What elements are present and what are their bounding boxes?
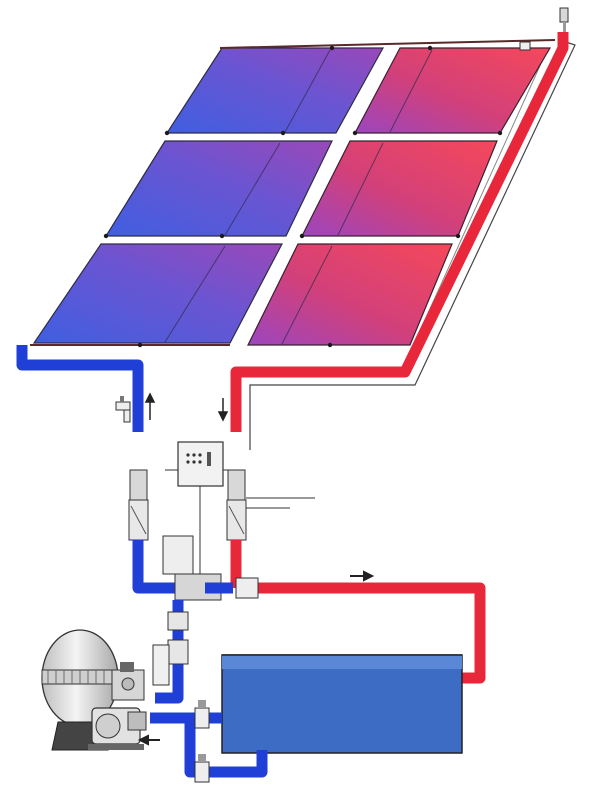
- ball-valve: [194, 700, 210, 783]
- drain-valve-icon: [115, 396, 131, 423]
- solar-panel: [104, 140, 333, 237]
- pump: [88, 707, 147, 750]
- sand-filter: [41, 629, 119, 751]
- solar-panel: [32, 243, 283, 344]
- collector-headers: [30, 39, 556, 346]
- cold-riser-pipe: [132, 540, 175, 594]
- check-valve: [128, 499, 247, 541]
- arrow-right-icon: [350, 570, 375, 582]
- hot-return-pipe: [230, 32, 569, 432]
- solar-panel: [301, 140, 498, 237]
- pipe-bracket: [152, 644, 170, 686]
- air-vent-valve-icon: [519, 7, 569, 51]
- arrow-left-icon: [137, 734, 160, 746]
- solar-panels-left: [32, 47, 385, 344]
- cold-supply-pipe: [16, 345, 144, 432]
- solar-panel: [247, 243, 453, 346]
- arrow-up-icon: [144, 392, 156, 420]
- filter-outlet-pipe: [155, 600, 184, 704]
- multiport-valve: [111, 662, 145, 701]
- swimming-pool: [221, 654, 463, 754]
- panel-connectors: [103, 45, 503, 348]
- support-frame: [249, 39, 576, 450]
- solar-panels-right: [247, 47, 552, 346]
- solar-collector-array: [30, 39, 576, 450]
- union-fitting: [167, 611, 189, 665]
- solar-panel: [165, 47, 385, 134]
- controller-box: [177, 441, 224, 487]
- arrow-down-icon: [217, 398, 229, 422]
- solar-panel: [354, 47, 552, 134]
- bypass-valve: [162, 535, 259, 601]
- hot-pool-return-pipe: [248, 582, 486, 684]
- pipe-stubs: [129, 469, 246, 501]
- sensor-wires: [165, 469, 315, 588]
- panel-divider-lines: [164, 49, 433, 345]
